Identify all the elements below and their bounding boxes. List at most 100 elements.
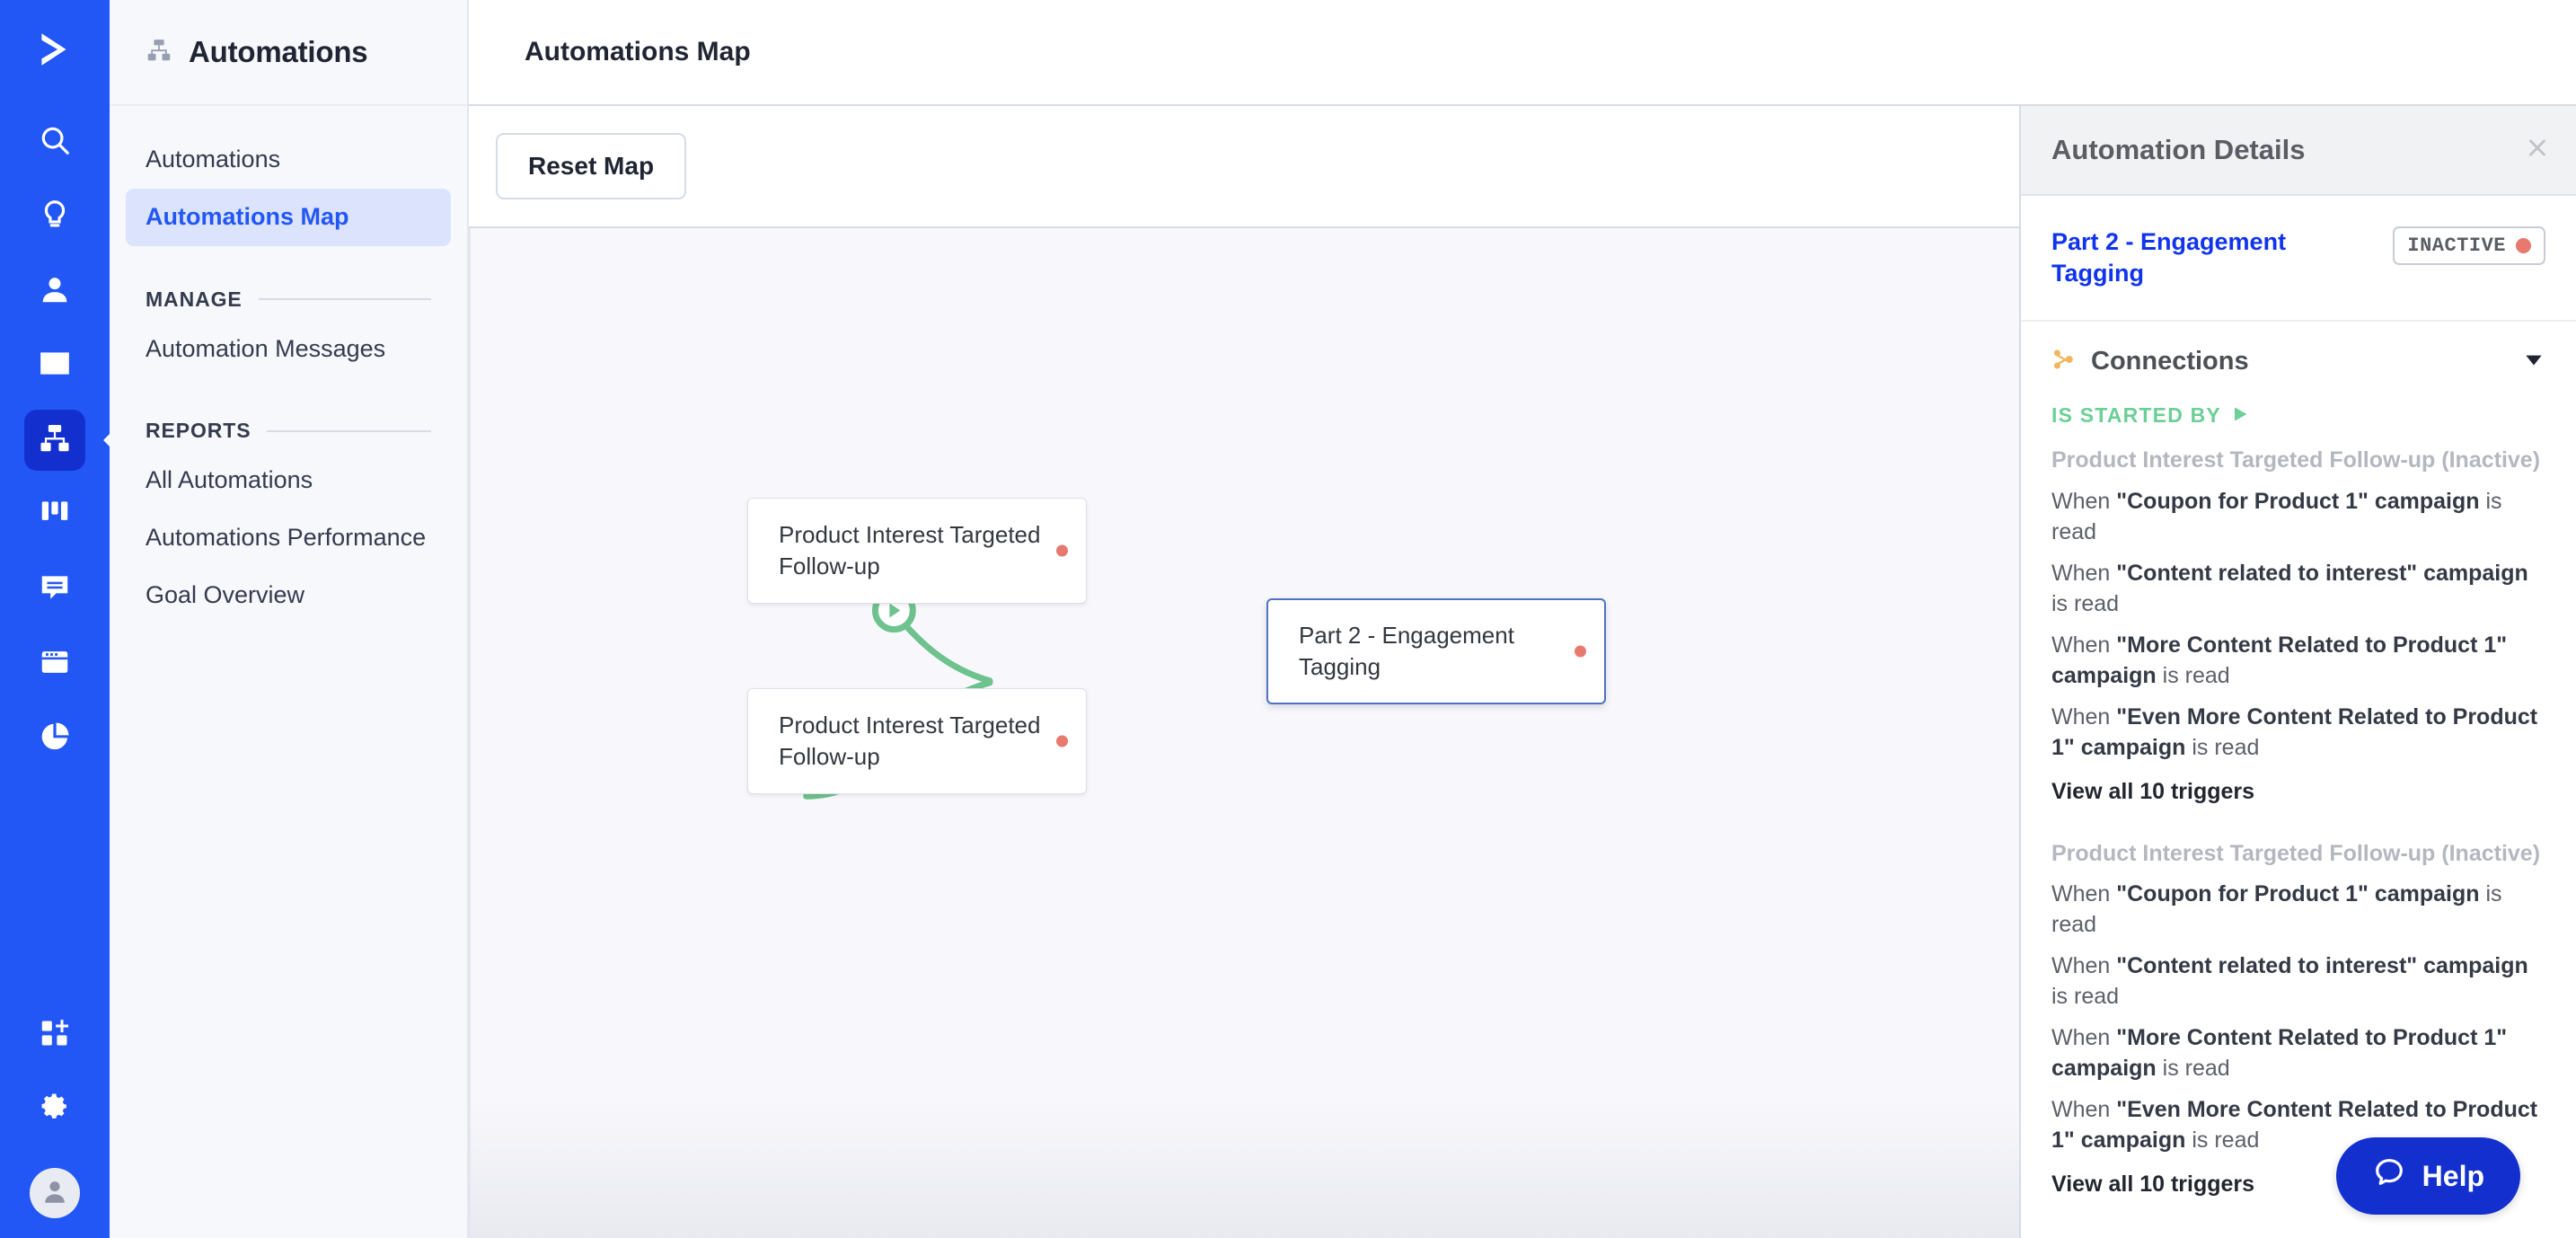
trigger-line: When "Content related to interest" campa… bbox=[2051, 951, 2545, 1012]
rail-item-website[interactable] bbox=[24, 633, 85, 694]
trigger-line: When "Coupon for Product 1" campaign is … bbox=[2051, 879, 2545, 940]
status-dot-icon bbox=[2516, 238, 2531, 253]
trigger-group: Product Interest Targeted Follow-up (Ina… bbox=[2051, 839, 2545, 1198]
is-started-by-label: IS STARTED BY bbox=[2051, 403, 2545, 428]
automations-sitemap-icon bbox=[146, 37, 172, 68]
divider bbox=[267, 429, 431, 432]
trigger-subject: "Coupon for Product 1" campaign bbox=[2116, 488, 2480, 514]
trigger-suffix: is read bbox=[2051, 488, 2502, 544]
reset-map-button[interactable]: Reset Map bbox=[496, 133, 687, 199]
trigger-line: When "More Content Related to Product 1"… bbox=[2051, 1022, 2545, 1083]
rail-item-reports[interactable] bbox=[24, 708, 85, 769]
chat-bubble-icon bbox=[2372, 1155, 2406, 1197]
rail-item-conversations[interactable] bbox=[24, 559, 85, 620]
account-avatar[interactable] bbox=[30, 1168, 80, 1218]
trigger-prefix: When bbox=[2051, 881, 2117, 907]
breadcrumb: Automations Map bbox=[525, 37, 751, 66]
sidebar-item-automation-messages[interactable]: Automation Messages bbox=[146, 334, 386, 362]
sidebar-item-goal-overview[interactable]: Goal Overview bbox=[146, 580, 305, 608]
trigger-suffix: is read bbox=[2185, 734, 2260, 760]
trigger-suffix: is read bbox=[2051, 984, 2120, 1010]
gear-settings-icon bbox=[38, 1091, 72, 1129]
canvas-column: Reset Map bbox=[469, 106, 2019, 1238]
website-pages-icon bbox=[38, 645, 72, 684]
connections-body: IS STARTED BY Product Interest Targeted … bbox=[2021, 396, 2576, 1238]
sidebar-item-automations-performance[interactable]: Automations Performance bbox=[146, 524, 427, 551]
trigger-prefix: When bbox=[2051, 1025, 2117, 1051]
map-node-selected[interactable]: Part 2 - Engagement Tagging bbox=[1266, 598, 1606, 704]
section-sidebar: Automations Automations Automations Map … bbox=[110, 0, 469, 1238]
help-button[interactable]: Help bbox=[2335, 1137, 2520, 1215]
rail-item-ideas[interactable] bbox=[24, 186, 85, 247]
lightbulb-icon bbox=[38, 198, 72, 236]
sidebar-item-automations[interactable]: Automations bbox=[146, 146, 281, 172]
primary-icon-rail bbox=[0, 0, 110, 1238]
is-started-by-text: IS STARTED BY bbox=[2051, 403, 2221, 428]
activecampaign-chevron-logo[interactable] bbox=[27, 22, 83, 77]
connections-section-header[interactable]: Connections bbox=[2021, 322, 2576, 396]
close-x-icon[interactable] bbox=[2526, 137, 2549, 164]
automations-map-canvas[interactable]: Product Interest Targeted Follow-up Prod… bbox=[469, 228, 2019, 1238]
rail-item-search[interactable] bbox=[24, 111, 85, 172]
view-all-triggers-link[interactable]: View all 10 triggers bbox=[2051, 778, 2255, 804]
top-bar: Automations Map bbox=[469, 0, 2576, 106]
connections-node-icon bbox=[2051, 347, 2077, 376]
rail-item-campaigns[interactable] bbox=[24, 335, 85, 396]
page-title: Automations bbox=[189, 35, 368, 68]
contacts-person-icon bbox=[38, 272, 72, 311]
rail-item-settings[interactable] bbox=[24, 1079, 85, 1140]
trigger-prefix: When bbox=[2051, 560, 2117, 586]
trigger-line: When "Coupon for Product 1" campaign is … bbox=[2051, 486, 2545, 547]
rail-item-automations[interactable] bbox=[24, 410, 85, 471]
content-row: Reset Map bbox=[469, 106, 2576, 1238]
map-toolbar: Reset Map bbox=[469, 106, 2019, 228]
map-node-label: Product Interest Targeted Follow-up bbox=[779, 712, 1041, 770]
reports-pie-chart-icon bbox=[38, 720, 72, 758]
sidebar-item-all-automations[interactable]: All Automations bbox=[146, 466, 313, 494]
trigger-group-title: Product Interest Targeted Follow-up (Ina… bbox=[2051, 840, 2541, 866]
trigger-line: When "Even More Content Related to Produ… bbox=[2051, 1094, 2545, 1155]
trigger-subject: "Coupon for Product 1" campaign bbox=[2116, 881, 2480, 907]
trigger-suffix: is read bbox=[2051, 881, 2502, 938]
trigger-suffix: is read bbox=[2156, 1056, 2230, 1082]
map-node[interactable]: Product Interest Targeted Follow-up bbox=[747, 688, 1087, 794]
chevron-down-icon[interactable] bbox=[2522, 348, 2545, 376]
map-node-label: Product Interest Targeted Follow-up bbox=[779, 521, 1041, 579]
automation-details-panel: Automation Details Part 2 - Engagement T… bbox=[2019, 106, 2576, 1238]
search-icon bbox=[38, 123, 72, 162]
automation-name-link[interactable]: Part 2 - Engagement Tagging bbox=[2051, 228, 2287, 287]
rail-item-contacts[interactable] bbox=[24, 261, 85, 322]
status-badge bbox=[1056, 735, 1068, 747]
trigger-group: Product Interest Targeted Follow-up (Ina… bbox=[2051, 446, 2545, 805]
trigger-prefix: When bbox=[2051, 632, 2117, 658]
trigger-prefix: When bbox=[2051, 953, 2117, 979]
main-area: Automations Map Reset Map bbox=[469, 0, 2576, 1238]
trigger-line: When "Even More Content Related to Produ… bbox=[2051, 702, 2545, 763]
sidebar-item-automations-map[interactable]: Automations Map bbox=[126, 188, 451, 246]
status-label: INACTIVE bbox=[2407, 234, 2506, 257]
trigger-prefix: When bbox=[2051, 703, 2117, 730]
trigger-line: When "More Content Related to Product 1"… bbox=[2051, 630, 2545, 691]
trigger-subject: "Even More Content Related to Product 1"… bbox=[2051, 1097, 2538, 1154]
trigger-prefix: When bbox=[2051, 1097, 2117, 1123]
map-node[interactable]: Product Interest Targeted Follow-up bbox=[747, 498, 1087, 604]
user-avatar-icon bbox=[40, 1176, 70, 1211]
divider bbox=[258, 298, 431, 300]
conversations-chat-icon bbox=[38, 570, 72, 609]
trigger-prefix: When bbox=[2051, 488, 2117, 514]
map-edges bbox=[803, 560, 993, 800]
deals-columns-icon bbox=[38, 496, 72, 535]
sidebar-section-label: MANAGE bbox=[146, 287, 243, 311]
trigger-group-title: Product Interest Targeted Follow-up (Ina… bbox=[2051, 447, 2541, 473]
view-all-triggers-link[interactable]: View all 10 triggers bbox=[2051, 1172, 2255, 1198]
trigger-suffix: is read bbox=[2051, 590, 2120, 616]
status-badge bbox=[1575, 645, 1586, 658]
trigger-subject: "Content related to interest" campaign bbox=[2116, 953, 2528, 979]
rail-item-deals[interactable] bbox=[24, 484, 85, 545]
details-panel-title: Automation Details bbox=[2051, 134, 2306, 165]
status-badge: INACTIVE bbox=[2393, 226, 2545, 265]
rail-item-apps[interactable] bbox=[24, 1004, 85, 1066]
sidebar-section-manage: MANAGE bbox=[146, 287, 431, 312]
sidebar-section-reports: REPORTS bbox=[146, 419, 431, 443]
trigger-subject: "Content related to interest" campaign bbox=[2116, 560, 2528, 586]
